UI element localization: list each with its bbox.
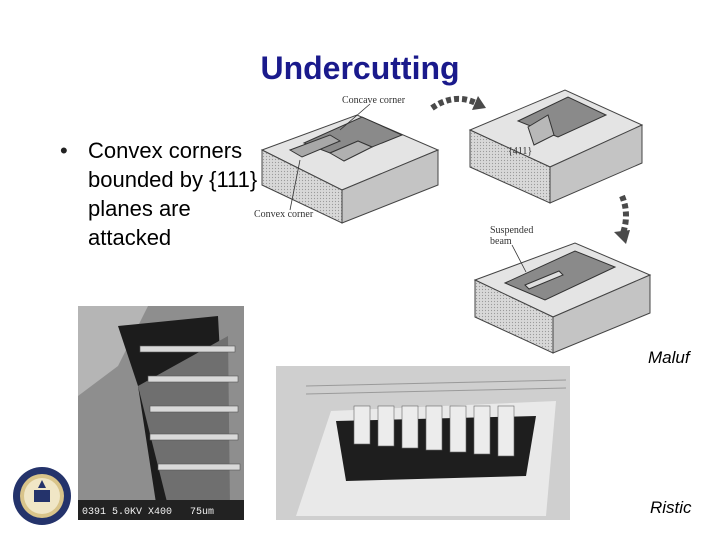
sem-image-2 [276,366,570,520]
bullet-text: Convex corners bounded by {111} planes a… [88,138,258,250]
label-concave-corner: Concave corner [342,95,406,106]
university-seal [13,467,71,525]
credit-ristic: Ristic [650,498,692,517]
block-1 [260,114,440,224]
label-beam: beam [490,236,512,247]
sem-caption: 0391 5.0KV X400 75um [82,507,215,518]
slide-title: Undercutting [260,50,460,86]
credit-maluf: Maluf [648,348,690,367]
arrow-right [430,95,480,111]
block-2 [468,89,644,204]
sem-image-1: 0391 5.0KV X400 75um [78,306,244,520]
bullet-dot: • [60,138,68,163]
label-plane: {411} [508,146,533,157]
label-convex-corner: Convex corner [254,209,314,220]
arrow-down [619,194,629,238]
block-3 [473,242,652,354]
label-suspended: Suspended [490,225,534,236]
